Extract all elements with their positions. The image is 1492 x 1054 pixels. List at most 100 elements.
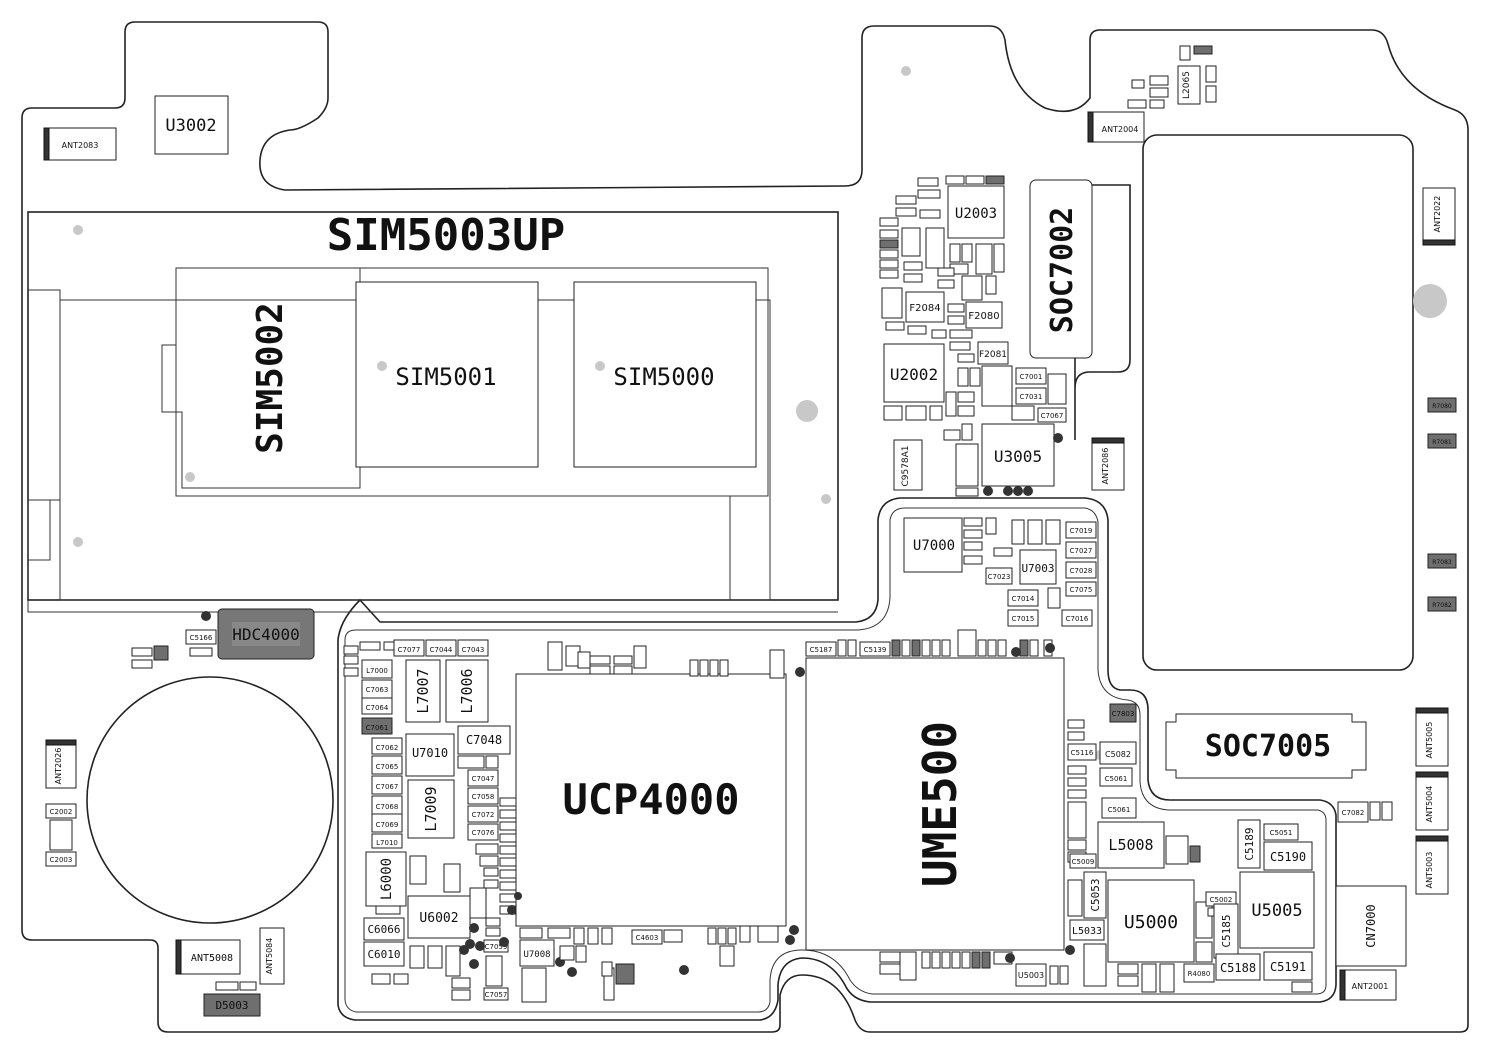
ant5008-label: ANT5008 bbox=[191, 953, 233, 964]
ant5084-label: ANT5084 bbox=[265, 938, 274, 975]
c5191-label: C5191 bbox=[1270, 960, 1306, 974]
ant5004-label: ANT5004 bbox=[1425, 786, 1434, 823]
ant2086-box bbox=[1091, 437, 1125, 491]
c4603-label: C4603 bbox=[636, 934, 659, 942]
c5188-box bbox=[1215, 953, 1261, 981]
sim5000-box bbox=[573, 281, 757, 468]
ant5003-box bbox=[1415, 835, 1449, 895]
ant2026-box bbox=[45, 739, 77, 789]
c7069-label: C7069 bbox=[376, 821, 399, 829]
left-inner-caps bbox=[343, 639, 489, 849]
l2065-caps bbox=[1127, 45, 1217, 109]
inner-routing bbox=[337, 497, 1337, 1021]
d5003-label: D5003 bbox=[215, 999, 248, 1012]
r7082-label: R7082 bbox=[1432, 602, 1452, 609]
c7067-label: C7067 bbox=[376, 783, 399, 791]
lower-left-caps bbox=[371, 855, 509, 1001]
u5005-box bbox=[1239, 871, 1315, 949]
c7028-label: C7028 bbox=[1070, 567, 1093, 575]
sim-notch bbox=[28, 499, 51, 561]
c7076-label: C7076 bbox=[472, 829, 495, 837]
l2065-box bbox=[1177, 65, 1201, 105]
c5139-box bbox=[859, 641, 891, 657]
hdc4000-label: HDC4000 bbox=[232, 625, 299, 644]
u5000-caps bbox=[1117, 819, 1261, 993]
c5061-box bbox=[1099, 767, 1133, 787]
ant2083-label: ANT2083 bbox=[62, 141, 99, 150]
cn7000-label: CN7000 bbox=[1364, 904, 1378, 947]
c5166-box bbox=[185, 629, 217, 645]
ucp-top-caps bbox=[519, 641, 785, 1001]
u2003-label: U2003 bbox=[955, 206, 997, 222]
u7000-box bbox=[903, 517, 963, 573]
c2002-box bbox=[45, 803, 77, 819]
c5116-label: C5116 bbox=[1071, 749, 1094, 757]
c7001-box bbox=[1015, 367, 1047, 385]
c2002-label: C2002 bbox=[50, 808, 73, 816]
c5002-label: C5002 bbox=[1210, 896, 1233, 904]
ume500-box bbox=[805, 657, 1065, 951]
l7007-label: L7007 bbox=[414, 668, 432, 713]
c5009-label: C5009 bbox=[1072, 858, 1095, 866]
c7059-label: C7059 bbox=[485, 943, 508, 951]
u7003-box bbox=[1019, 549, 1057, 585]
u3005-vias bbox=[983, 433, 1063, 496]
c7043-label: C7043 bbox=[462, 646, 485, 654]
c7048-box bbox=[457, 725, 511, 755]
c7023-label: C7023 bbox=[988, 573, 1011, 581]
ant2004-label: ANT2004 bbox=[1102, 125, 1139, 134]
c7014-label: C7014 bbox=[1012, 595, 1035, 603]
ant5005-box bbox=[1415, 707, 1449, 767]
c5082-box bbox=[1099, 741, 1137, 765]
inner-routing-2 bbox=[344, 507, 1327, 1013]
c7016-label: C7016 bbox=[1066, 615, 1089, 623]
c9578a1-box bbox=[893, 439, 923, 491]
c7068-label: C7068 bbox=[376, 803, 399, 811]
u5003-box bbox=[1015, 963, 1047, 987]
c7067b-box bbox=[1037, 407, 1067, 423]
mid-left-caps bbox=[457, 755, 517, 915]
c7057-label: C7057 bbox=[485, 991, 508, 999]
r7082-box bbox=[1427, 596, 1457, 612]
c9578a1-label: C9578A1 bbox=[901, 445, 911, 486]
u7010-box bbox=[405, 733, 455, 777]
l7006-box bbox=[445, 659, 489, 723]
c6010-label: C6010 bbox=[367, 948, 400, 961]
u2003-box bbox=[947, 185, 1005, 239]
c5051-box bbox=[1263, 823, 1299, 841]
u3005-caps bbox=[943, 423, 979, 497]
c6066-label: C6066 bbox=[367, 923, 400, 936]
ant5004-box bbox=[1415, 771, 1449, 831]
ant2001-label: ANT2001 bbox=[1352, 982, 1389, 991]
u2002-label: U2002 bbox=[890, 365, 938, 384]
soc7002-box bbox=[1029, 179, 1093, 359]
l6000-label: L6000 bbox=[379, 858, 395, 900]
c7019-label: C7019 bbox=[1070, 527, 1093, 535]
c7031-box bbox=[1015, 387, 1047, 405]
c7067b-label: C7067 bbox=[1041, 412, 1064, 420]
sim5003up-label: SIM5003UP bbox=[327, 210, 565, 261]
u7010-label: U7010 bbox=[412, 746, 448, 760]
ant5005-label: ANT5005 bbox=[1425, 722, 1434, 759]
l5008-box bbox=[1097, 821, 1165, 869]
c7072-label: C7072 bbox=[472, 811, 495, 819]
c7082-box bbox=[1337, 801, 1369, 823]
u5000-label: U5000 bbox=[1124, 912, 1178, 933]
c5082-label: C5082 bbox=[1105, 750, 1131, 759]
c5185-box bbox=[1213, 903, 1239, 959]
d5003-box bbox=[203, 993, 261, 1017]
f2081-box bbox=[977, 341, 1009, 365]
f2084-box bbox=[905, 291, 945, 323]
ume500-label: UME500 bbox=[913, 721, 967, 887]
l5033-box bbox=[1069, 919, 1105, 941]
u5003-label: U5003 bbox=[1018, 971, 1044, 980]
u6002-label: U6002 bbox=[419, 911, 458, 926]
c5190-box bbox=[1263, 841, 1313, 871]
sim5001-box bbox=[355, 281, 539, 468]
c7061-label: C7061 bbox=[366, 724, 389, 732]
f2084-label: F2084 bbox=[909, 303, 940, 314]
c5191-box bbox=[1263, 951, 1313, 981]
u7000-caps bbox=[963, 517, 1097, 627]
u5000-box bbox=[1107, 879, 1195, 963]
c7064-label: C7064 bbox=[366, 704, 389, 712]
